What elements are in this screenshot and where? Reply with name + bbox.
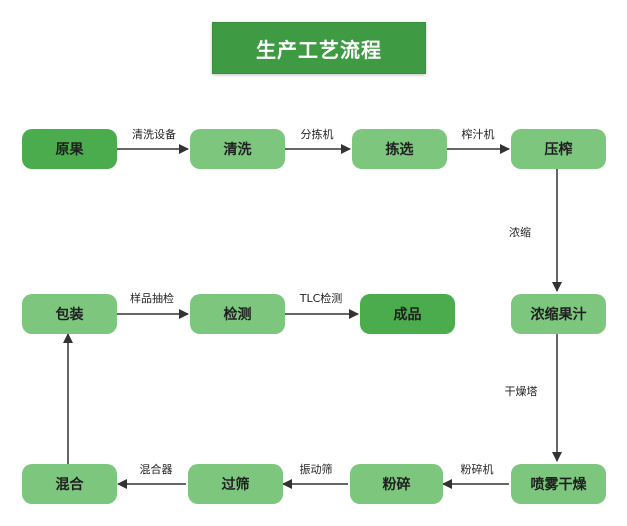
node-press: 压榨 <box>511 129 606 169</box>
diagram-title: 生产工艺流程 <box>212 22 426 74</box>
edge-label-dryer-tower: 干燥塔 <box>504 385 538 398</box>
edge-label-mixer: 混合器 <box>139 463 173 476</box>
edge-label-crusher: 粉碎机 <box>460 463 494 476</box>
node-sieve: 过筛 <box>188 464 283 504</box>
node-wash: 清洗 <box>190 129 285 169</box>
node-spray-dry: 喷雾干燥 <box>511 464 606 504</box>
node-pack: 包装 <box>22 294 117 334</box>
node-sort: 拣选 <box>352 129 447 169</box>
edge-label-sorter: 分拣机 <box>300 128 334 141</box>
node-inspect: 检测 <box>190 294 285 334</box>
node-raw-fruit: 原果 <box>22 129 117 169</box>
node-mix: 混合 <box>22 464 117 504</box>
edge-label-washer: 清洗设备 <box>132 128 176 141</box>
edge-label-vibrating-screen: 振动筛 <box>299 463 333 476</box>
edge-label-juicer: 榨汁机 <box>461 128 495 141</box>
node-crush: 粉碎 <box>350 464 443 504</box>
node-finished-product: 成品 <box>360 294 455 334</box>
edge-label-concentrate: 浓缩 <box>509 226 531 239</box>
node-concentrated-juice: 浓缩果汁 <box>511 294 606 334</box>
edge-label-sample-check: 样品抽检 <box>130 292 174 305</box>
edge-label-tlc-test: TLC检测 <box>299 292 343 305</box>
